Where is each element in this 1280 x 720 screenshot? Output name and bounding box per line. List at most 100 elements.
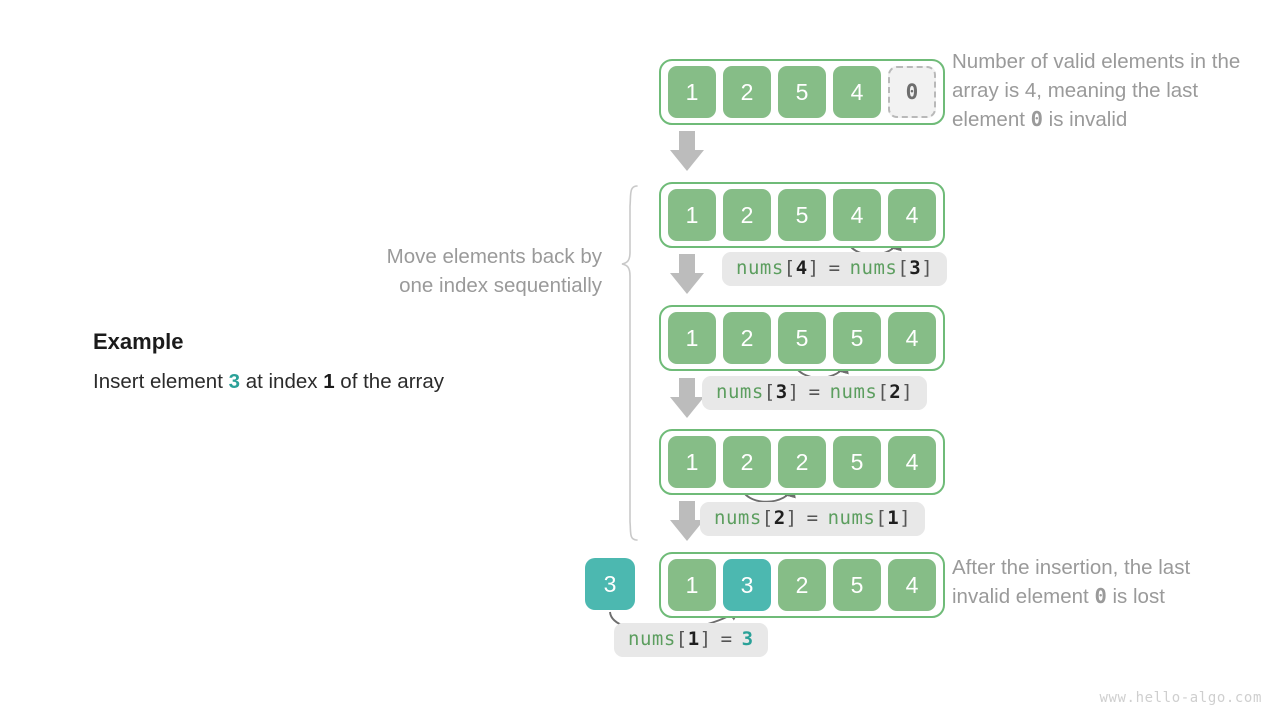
array-cell-3-0: 1	[668, 436, 716, 488]
example-insert-index: 1	[323, 370, 335, 393]
code-rhs-bracket-close: ]	[899, 507, 912, 529]
example-prefix: Insert element	[93, 370, 229, 393]
example-mid: at index	[240, 370, 324, 393]
code-operator: =	[720, 628, 733, 650]
step-arrow-down	[670, 501, 704, 541]
code-lhs-bracket-open: [	[783, 257, 796, 279]
array-cell-0-0: 1	[668, 66, 716, 118]
code-rhs-bracket-close: ]	[901, 381, 914, 403]
code-rhs-index: 2	[889, 381, 902, 403]
code-label-chip-3-2: nums[3]=nums[2]	[702, 376, 928, 410]
code-lhs-bracket-open: [	[761, 507, 774, 529]
array-cell-2-2: 5	[778, 312, 826, 364]
arrow-shaft	[679, 254, 695, 274]
annotation-lost-bottom: After the insertion, the last invalid el…	[952, 553, 1252, 611]
code-rhs-bracket-open: [	[877, 381, 890, 403]
code-operator: =	[806, 507, 819, 529]
code-lhs-name: nums	[716, 381, 764, 403]
code-rhs-bracket-open: [	[897, 257, 910, 279]
step-arrow-down	[670, 131, 704, 171]
arrow-head	[670, 397, 704, 418]
array-cell-3-1: 2	[723, 436, 771, 488]
array-cell-0-3: 4	[833, 66, 881, 118]
annotation-shift-line2: one index sequentially	[399, 274, 602, 297]
example-description: Insert element 3 at index 1 of the array	[93, 370, 444, 394]
array-cell-4-2: 2	[778, 559, 826, 611]
code-lhs-bracket-close: ]	[787, 381, 800, 403]
example-heading: Example	[93, 329, 184, 354]
annotation-lost-bottom-text2: is lost	[1106, 585, 1165, 608]
arrow-head	[670, 520, 704, 541]
array-cell-2-1: 2	[723, 312, 771, 364]
code-label-chip-1-lit: nums[1] = 3	[614, 623, 768, 657]
insert-element-value: 3	[603, 570, 617, 597]
annotation-lost-bottom-text1: After the insertion, the last invalid el…	[952, 556, 1191, 608]
grouping-brace	[621, 185, 638, 541]
array-cell-2-4: 4	[888, 312, 936, 364]
code-lhs-index: 3	[775, 381, 788, 403]
arrow-head	[670, 273, 704, 294]
arrow-shaft	[679, 131, 695, 151]
code-lhs-bracket-open: [	[675, 628, 688, 650]
code-lhs-bracket-close: ]	[785, 507, 798, 529]
annotation-shift: Move elements back by one index sequenti…	[300, 242, 602, 300]
code-lhs-index: 1	[687, 628, 700, 650]
array-cell-1-3: 4	[833, 189, 881, 241]
array-cell-4-3: 5	[833, 559, 881, 611]
example-insert-value: 3	[228, 370, 240, 393]
code-rhs-bracket-close: ]	[921, 257, 934, 279]
code-lhs-bracket-close: ]	[699, 628, 712, 650]
code-label-chip-4-3: nums[4]=nums[3]	[722, 252, 948, 286]
array-cell-4-1: 3	[723, 559, 771, 611]
arrow-head	[670, 150, 704, 171]
annotation-lost-bottom-code: 0	[1094, 584, 1107, 608]
array-cell-0-1: 2	[723, 66, 771, 118]
insert-element-box: 3	[585, 558, 635, 610]
array-cell-3-3: 5	[833, 436, 881, 488]
code-rhs-index: 1	[887, 507, 900, 529]
code-rhs-literal: 3	[741, 628, 754, 650]
code-rhs-name: nums	[829, 381, 878, 403]
arrow-shaft	[679, 501, 695, 521]
code-lhs-index: 4	[795, 257, 808, 279]
code-lhs-name: nums	[628, 628, 676, 650]
code-rhs-bracket-open: [	[875, 507, 888, 529]
array-cell-1-1: 2	[723, 189, 771, 241]
array-cell-0-2: 5	[778, 66, 826, 118]
array-cell-2-3: 5	[833, 312, 881, 364]
arrow-shaft	[679, 378, 695, 398]
code-label-chip-2-1: nums[2]=nums[1]	[700, 502, 926, 536]
step-arrow-down	[670, 378, 704, 418]
code-operator: =	[828, 257, 841, 279]
array-cell-1-2: 5	[778, 189, 826, 241]
step-arrow-down	[670, 254, 704, 294]
code-lhs-bracket-close: ]	[807, 257, 820, 279]
code-lhs-name: nums	[714, 507, 762, 529]
array-cell-1-4: 4	[888, 189, 936, 241]
code-rhs-name: nums	[827, 507, 876, 529]
code-lhs-name: nums	[736, 257, 784, 279]
array-cell-4-0: 1	[668, 559, 716, 611]
annotation-invalid-top-text1: Number of valid elements in the array is…	[952, 50, 1241, 131]
array-cell-3-2: 2	[778, 436, 826, 488]
array-cell-0-4: 0	[888, 66, 936, 118]
array-cell-4-4: 4	[888, 559, 936, 611]
annotation-shift-line1: Move elements back by	[386, 245, 602, 268]
code-rhs-name: nums	[849, 257, 898, 279]
code-lhs-bracket-open: [	[763, 381, 776, 403]
code-lhs-index: 2	[773, 507, 786, 529]
site-footer: www.hello-algo.com	[1099, 690, 1262, 706]
code-operator: =	[808, 381, 821, 403]
array-cell-2-0: 1	[668, 312, 716, 364]
annotation-invalid-top-code: 0	[1030, 107, 1043, 131]
array-cell-3-4: 4	[888, 436, 936, 488]
example-suffix: of the array	[334, 370, 444, 393]
annotation-invalid-top: Number of valid elements in the array is…	[952, 47, 1257, 134]
annotation-invalid-top-text2: is invalid	[1042, 108, 1128, 131]
